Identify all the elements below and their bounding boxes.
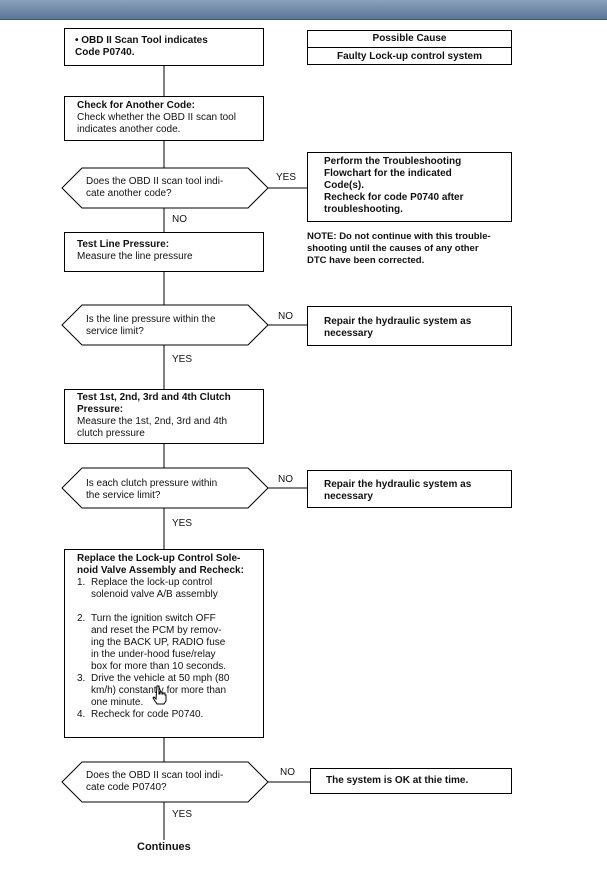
step2-line5: box for more than 10 seconds. <box>91 661 227 672</box>
decision1-line1: Does the OBD II scan tool indi- <box>86 176 224 187</box>
note-line2: shooting until the causes of any other <box>307 243 479 254</box>
possible-cause-table: Possible Cause Faulty Lock-up control sy… <box>307 30 512 65</box>
decision2-yes-label: YES <box>172 354 193 365</box>
step3-line2: km/h) constantly for more than <box>91 685 227 696</box>
decision3-text: Is each clutch pressure within the servi… <box>86 478 256 502</box>
decision1-no-label: NO <box>172 214 187 225</box>
step4-line1: Recheck for code P0740. <box>91 709 204 720</box>
decision3-line2: the service limit? <box>86 490 161 501</box>
step1-line1: Replace the lock-up control <box>91 577 213 588</box>
decision3-line1: Is each clutch pressure within <box>86 478 218 489</box>
decision2-line2: service limit? <box>86 326 144 337</box>
hand-cursor-icon <box>152 685 167 705</box>
replace-step-1: 1. Replace the lock-up control solenoid … <box>77 577 259 601</box>
replace-step-2: 2. Turn the ignition switch OFF and rese… <box>77 613 259 673</box>
step-number: 2. <box>77 613 86 624</box>
repair-hydraulic-box-2: Repair the hydraulic system as necessary <box>307 470 512 508</box>
step1-line2: solenoid valve A/B assembly <box>91 589 218 600</box>
replace-solenoid-box: Replace the Lock-up Control Sole- noid V… <box>64 549 264 738</box>
replace-title2: noid Valve Assembly and Recheck: <box>77 565 244 576</box>
step-number: 4. <box>77 709 86 720</box>
step2-line4: in the under-hood fuse/relay <box>91 649 216 660</box>
decision2-line1: Is the line pressure within the <box>86 314 216 325</box>
replace-title1: Replace the Lock-up Control Sole- <box>77 553 241 564</box>
troubleshoot-line3: Code(s). <box>324 180 364 191</box>
check-another-code-box: Check for Another Code: Check whether th… <box>64 96 264 141</box>
troubleshoot-line5: troubleshooting. <box>324 204 403 215</box>
note-line3: DTC have been corrected. <box>307 255 425 266</box>
repair2-line1: Repair the hydraulic system as <box>324 479 472 490</box>
line-pressure-box: Test Line Pressure: Measure the line pre… <box>64 232 264 272</box>
line-pressure-title: Test Line Pressure: <box>77 239 170 250</box>
troubleshoot-line4: Recheck for code P0740 after <box>324 192 464 203</box>
decision3-no-label: NO <box>278 474 293 485</box>
possible-cause-value: Faulty Lock-up control system <box>336 51 483 62</box>
decision4-text: Does the OBD II scan tool indi- cate cod… <box>86 770 256 794</box>
repair1-line1: Repair the hydraulic system as <box>324 316 472 327</box>
system-ok-box: The system is OK at thie time. <box>310 768 512 794</box>
clutch-title2: Pressure: <box>77 404 124 415</box>
decision2-shape <box>61 304 269 346</box>
decision2-no-label: NO <box>278 311 293 322</box>
window-top-bar <box>0 0 607 20</box>
decision4-yes-label: YES <box>172 809 193 820</box>
decision1-text: Does the OBD II scan tool indi- cate ano… <box>86 176 256 200</box>
replace-step-4: 4. Recheck for code P0740. <box>77 709 259 721</box>
decision4-no-label: NO <box>280 767 295 778</box>
step2-line2: and reset the PCM by remov- <box>91 625 222 636</box>
step3-line1: Drive the vehicle at 50 mph (80 <box>91 673 230 684</box>
check-another-code-body: Check whether the OBD II scan tool indic… <box>77 112 236 135</box>
step-number: 1. <box>77 577 86 588</box>
decision4-line1: Does the OBD II scan tool indi- <box>86 770 224 781</box>
note-line1: NOTE: Do not continue with this trouble- <box>307 231 491 242</box>
decision4-shape <box>61 761 269 803</box>
possible-cause-header: Possible Cause <box>308 31 511 48</box>
step2-line1: Turn the ignition switch OFF <box>91 613 216 624</box>
repair1-line2: necessary <box>324 328 373 339</box>
clutch-title1: Test 1st, 2nd, 3rd and 4th Clutch <box>77 392 231 403</box>
decision1-shape <box>61 167 269 209</box>
repair2-line2: necessary <box>324 491 373 502</box>
troubleshooting-box: Perform the Troubleshooting Flowchart fo… <box>307 152 512 222</box>
start-line1: • OBD II Scan Tool indicates <box>75 35 208 46</box>
decision3-shape <box>61 467 269 509</box>
check-another-code-title: Check for Another Code: <box>77 100 195 111</box>
replace-step-3: 3. Drive the vehicle at 50 mph (80 km/h)… <box>77 673 259 709</box>
step3-line3: one minute. <box>91 697 144 708</box>
decision1-yes-label: YES <box>276 172 297 183</box>
start-line2: Code P0740. <box>75 47 135 58</box>
repair-hydraulic-box-1: Repair the hydraulic system as necessary <box>307 306 512 346</box>
start-box: • OBD II Scan Tool indicates Code P0740. <box>64 28 264 66</box>
step2-line3: ing the BACK UP, RADIO fuse <box>91 637 226 648</box>
clutch-body2: clutch pressure <box>77 428 145 439</box>
decision3-yes-label: YES <box>172 518 193 529</box>
troubleshoot-line2: Flowchart for the indicated <box>324 168 452 179</box>
decision2-text: Is the line pressure within the service … <box>86 314 256 338</box>
step-number: 3. <box>77 673 86 684</box>
note-text: NOTE: Do not continue with this trouble-… <box>307 231 491 267</box>
decision4-line2: cate code P0740? <box>86 782 167 793</box>
system-ok-text: The system is OK at thie time. <box>326 775 469 786</box>
clutch-body1: Measure the 1st, 2nd, 3rd and 4th <box>77 416 228 427</box>
troubleshoot-line1: Perform the Troubleshooting <box>324 156 462 167</box>
line-pressure-body: Measure the line pressure <box>77 251 193 262</box>
clutch-pressure-box: Test 1st, 2nd, 3rd and 4th Clutch Pressu… <box>64 389 264 444</box>
decision1-line2: cate another code? <box>86 188 172 199</box>
continues-label: Continues <box>137 841 191 853</box>
